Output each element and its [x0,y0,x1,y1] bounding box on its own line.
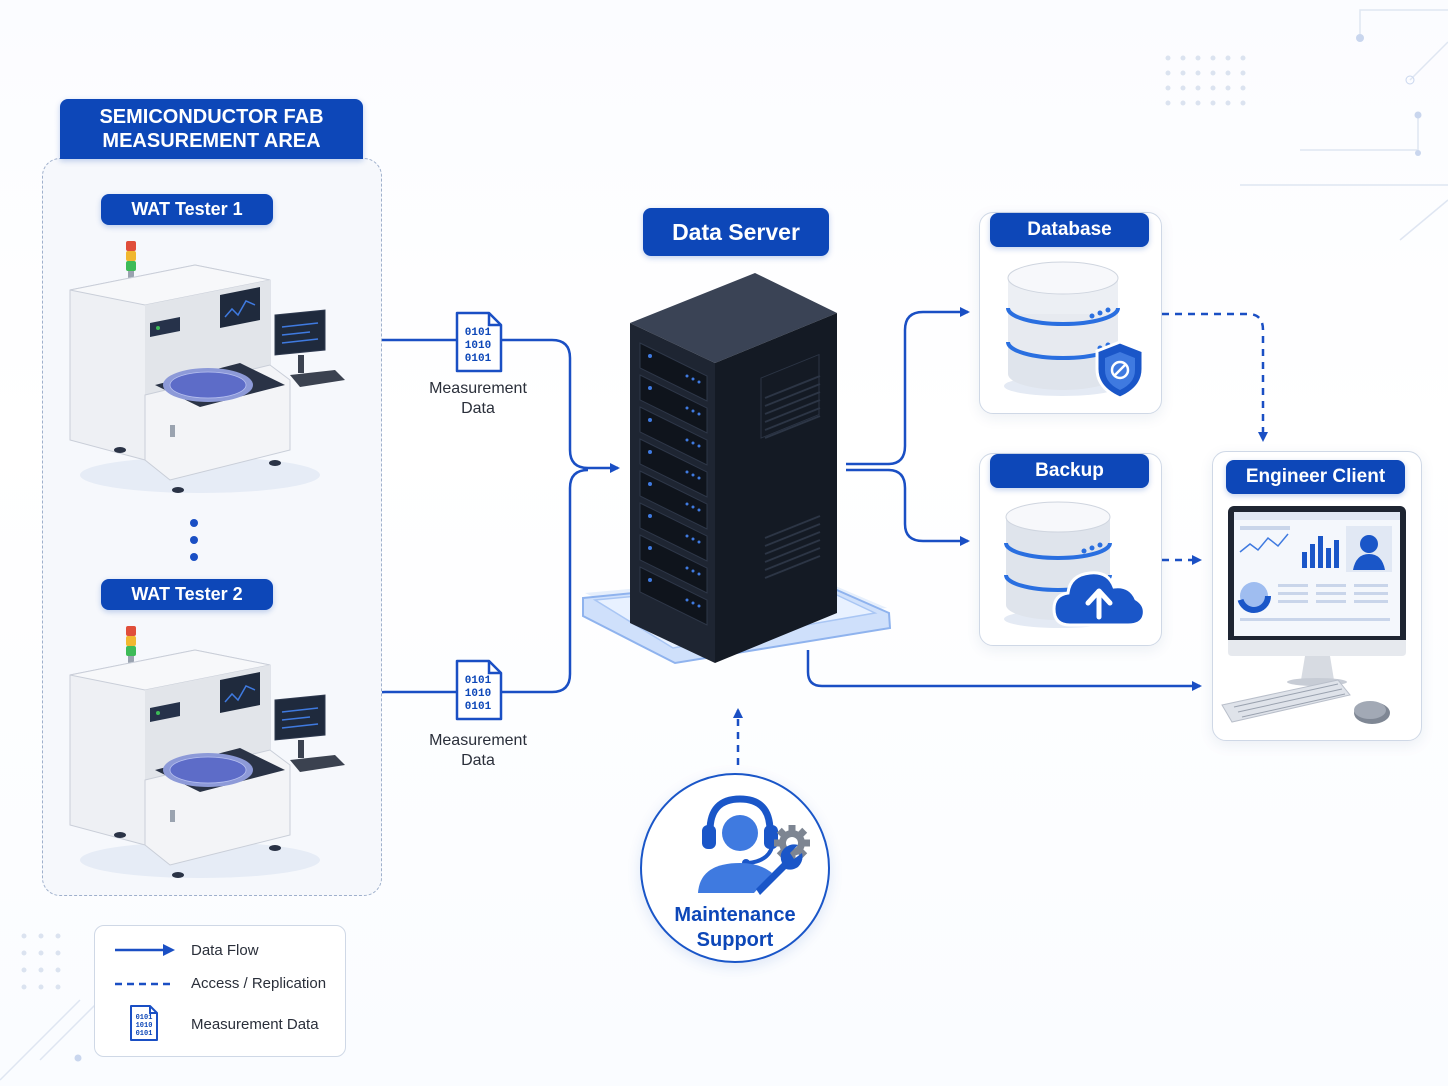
measurement-label-1-line1: Measurement [429,380,527,397]
backup-icon [1004,501,1146,628]
legend-file-icon: 0101 1010 0101 [130,1005,158,1041]
maintenance-label-line1: Maintenance [674,904,796,926]
security-shield-icon [1095,340,1145,400]
flow-server-to-database-2 [846,468,970,546]
flow-tester1-to-server [352,338,620,473]
data-server-label: Data Server [643,208,829,256]
wat-tester-2-label: WAT Tester 2 [101,579,273,610]
gear-icon [774,825,810,861]
maintenance-support-node[interactable]: Maintenance Support [640,773,830,963]
legend-access-replication: Access / Replication [191,975,327,992]
file-1-code-line1: 0101 [465,327,492,339]
legend: Data Flow Access / Replication 0101 1010… [94,925,346,1057]
fab-area-title-line1: SEMICONDUCTOR FAB [99,106,324,128]
user-avatar-icon [1346,526,1392,572]
database-icon [1004,261,1145,400]
measurement-data-label-1: Measurement Data [408,379,548,419]
fab-area-title-line2: MEASUREMENT AREA [102,130,321,152]
measurement-data-file-icon-1: 0101 1010 0101 [455,311,503,373]
file-1-code-line2: 1010 [465,340,491,352]
support-headset-wrench-icon [698,795,810,895]
wat-tester-1-machine[interactable] [60,235,355,510]
legend-code-line3: 0101 [136,1030,153,1038]
replication-database-to-client [1162,312,1268,442]
data-server-rack[interactable] [575,268,895,718]
measurement-label-1-line2: Data [461,400,495,417]
file-2-code-line3: 0101 [465,701,492,713]
engineer-client-label: Engineer Client [1226,460,1405,494]
cloud-upload-icon [1052,571,1146,627]
measurement-data-label-2: Measurement Data [408,731,548,771]
legend-solid-arrow-icon [115,944,175,956]
more-testers-ellipsis [190,519,198,561]
file-2-code-line1: 0101 [465,675,492,687]
backup-label: Backup [990,454,1149,488]
file-2-code-line2: 1010 [465,688,491,700]
legend-dashed-line-icon [115,982,175,986]
legend-measurement-data: Measurement Data [191,1016,319,1033]
measurement-label-2-line1: Measurement [429,732,527,749]
measurement-label-2-line2: Data [461,752,495,769]
wrench-icon [756,844,803,895]
engineer-workstation-icon [1221,506,1406,724]
flow-server-to-client [806,650,1202,691]
database-label: Database [990,213,1149,247]
file-1-code-line3: 0101 [465,353,492,365]
wat-tester-1-label: WAT Tester 1 [101,194,273,225]
legend-data-flow: Data Flow [191,942,259,959]
wat-tester-2-machine[interactable] [60,620,355,895]
legend-code-line1: 0101 [136,1014,153,1022]
measurement-data-file-icon-2: 0101 1010 0101 [455,659,503,721]
legend-code-line2: 1010 [136,1022,153,1030]
fab-area-title: SEMICONDUCTOR FAB MEASUREMENT AREA [60,99,363,159]
maintenance-label-line2: Support [696,929,774,951]
flow-server-to-database-1 [846,307,970,466]
